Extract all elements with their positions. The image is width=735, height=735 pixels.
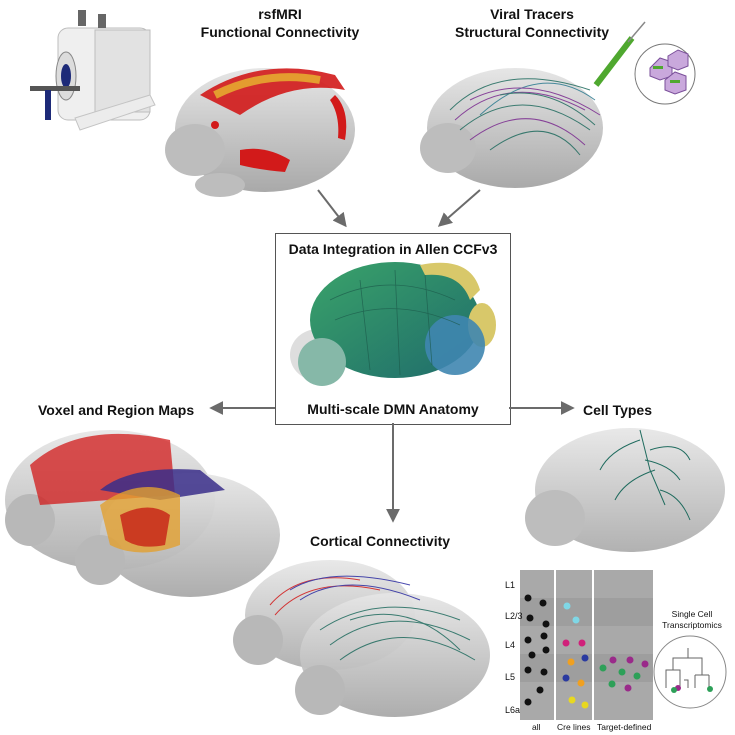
column-label-cre-lines: Cre lines: [557, 722, 591, 732]
layer-label-l23: L2/3: [505, 611, 523, 621]
layer-label-l4: L4: [505, 640, 516, 650]
dmn-title: Multi-scale DMN Anatomy: [307, 401, 479, 417]
rsfmri-title: rsfMRI: [258, 6, 302, 22]
viral-tracers-title: Viral Tracers: [490, 6, 574, 22]
mri-scanner-icon: [30, 10, 156, 131]
integration-title: Data Integration in Allen CCFv3: [288, 241, 498, 257]
layer-label-l5: L5: [505, 672, 516, 682]
transcriptomics-dendrogram: [653, 635, 727, 709]
arrow-rsfmri-to-ccf: [317, 189, 347, 228]
layer-label-l6a: L6a: [505, 705, 521, 715]
cre-line-dots: [562, 602, 589, 709]
target-defined-dots: [599, 656, 649, 692]
voxel-region-brains: [5, 430, 280, 597]
column-label-all: all: [532, 722, 541, 732]
layer-panel: [520, 570, 653, 720]
viral-tracer-brain: [420, 21, 646, 188]
arrow-viral-to-ccf: [437, 189, 481, 227]
transcriptomics-label-line2: Transcriptomics: [662, 620, 722, 630]
cortical-connectivity-brains: [233, 560, 490, 717]
cortical-connectivity-title: Cortical Connectivity: [310, 533, 451, 549]
rsfmri-subtitle: Functional Connectivity: [200, 24, 360, 40]
rsfmri-brain: [165, 68, 355, 197]
cell-types-title: Cell Types: [583, 402, 652, 418]
injection-cells-icon: [634, 43, 696, 105]
voxel-region-title: Voxel and Region Maps: [38, 402, 195, 418]
cell-types-brain: [525, 428, 725, 552]
column-label-target-defined: Target-defined: [597, 722, 652, 732]
transcriptomics-label-line1: Single Cell: [671, 609, 713, 619]
all-neurons-dots: [524, 594, 550, 706]
ccf-brain: [290, 262, 496, 386]
viral-tracers-subtitle: Structural Connectivity: [454, 24, 610, 40]
layer-label-l1: L1: [505, 580, 516, 590]
